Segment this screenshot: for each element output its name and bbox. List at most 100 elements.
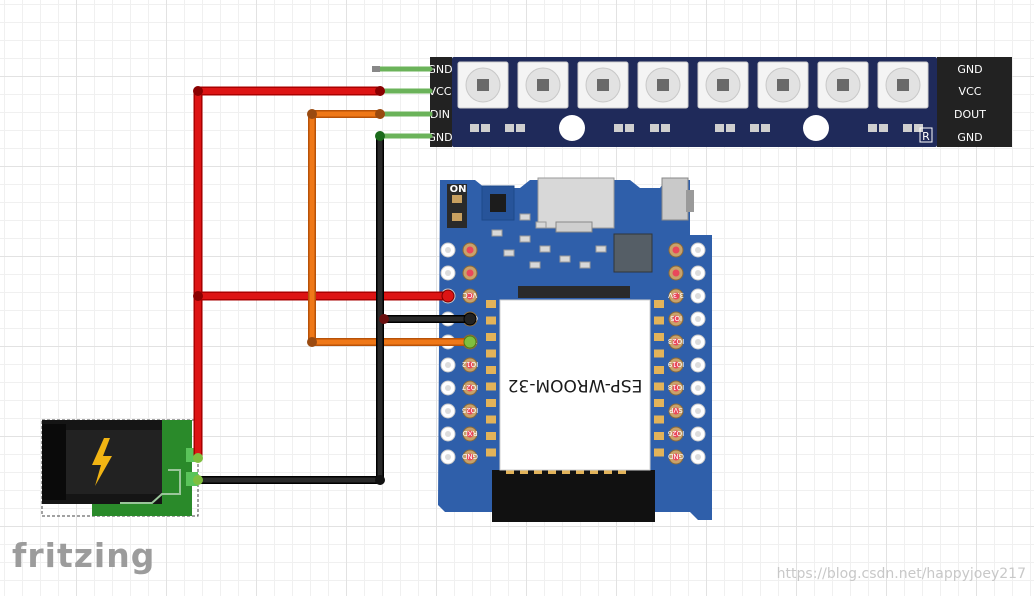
outer-pin-right-hole bbox=[695, 385, 701, 391]
switch-label: ON bbox=[450, 184, 467, 195]
header-pin-top-center bbox=[466, 269, 474, 277]
strip-pad bbox=[914, 124, 923, 132]
strip-pad bbox=[903, 124, 912, 132]
led-strip-right-header bbox=[937, 57, 1012, 147]
strip-pad bbox=[516, 124, 525, 132]
smd-components bbox=[491, 213, 607, 269]
header-pin-top-center bbox=[672, 269, 680, 277]
header-pin-center bbox=[672, 407, 680, 415]
header-pin-center bbox=[466, 361, 474, 369]
antenna-area bbox=[492, 470, 655, 522]
led-die bbox=[597, 79, 609, 91]
usb-connector bbox=[537, 177, 615, 229]
outer-pin-left-hole bbox=[445, 408, 451, 414]
header-pin-label: SVP bbox=[669, 406, 682, 414]
led-die bbox=[837, 79, 849, 91]
edge-pad-left bbox=[486, 432, 496, 440]
wire-red-vcc bbox=[195, 88, 383, 461]
strip-right-pin-gnd2: GND bbox=[957, 131, 982, 144]
led-7 bbox=[817, 61, 869, 109]
outer-pin-right-hole bbox=[695, 339, 701, 345]
header-pin-label: IO18 bbox=[668, 383, 684, 391]
header-pin-label: VCC bbox=[463, 291, 478, 299]
edge-pad-left bbox=[486, 333, 496, 341]
outer-pin-right-hole bbox=[695, 270, 701, 276]
joint-orange-top bbox=[307, 109, 317, 119]
esp-gnd-pin-end bbox=[463, 312, 477, 326]
header-pin-label: IO23 bbox=[668, 337, 684, 345]
header-pin-label: IO27 bbox=[462, 383, 478, 391]
header-pin-label: IO19 bbox=[668, 360, 684, 368]
header-pin-label: GND bbox=[668, 452, 684, 460]
smd-part bbox=[503, 249, 515, 257]
edge-pad-left bbox=[486, 349, 496, 358]
edge-pad-left bbox=[486, 448, 496, 457]
edge-pad-left bbox=[486, 300, 496, 308]
header-pin-center bbox=[466, 430, 474, 438]
jack-barrel bbox=[66, 430, 162, 494]
joint-red-mid bbox=[193, 291, 203, 301]
wires bbox=[193, 86, 474, 484]
header-pin-label: IO5 bbox=[670, 314, 682, 322]
lightning-icon bbox=[92, 438, 112, 486]
r-marker: R bbox=[922, 130, 930, 143]
joint-black-strip bbox=[375, 131, 385, 141]
smd-part bbox=[595, 245, 607, 253]
outer-pin-right-hole bbox=[695, 293, 701, 299]
smd-part bbox=[491, 229, 503, 237]
regulator bbox=[490, 194, 506, 212]
header-pin-label: 3.3V bbox=[668, 291, 684, 299]
usb-pins bbox=[555, 221, 593, 233]
joint-red-strip bbox=[375, 86, 385, 96]
strip-leads bbox=[375, 66, 433, 139]
header-pin-center bbox=[672, 430, 680, 438]
strip-pad bbox=[661, 124, 670, 132]
fritzing-logo: fritzing bbox=[12, 536, 156, 575]
header-pin-top-center bbox=[672, 246, 680, 254]
header-pin-center bbox=[672, 453, 680, 461]
jack-trace bbox=[120, 469, 181, 504]
joint-black-bottom bbox=[375, 475, 385, 485]
lead-gnd-end bbox=[372, 66, 380, 72]
header-pin-center bbox=[466, 453, 474, 461]
header-pin-center bbox=[672, 338, 680, 346]
strip-pad bbox=[750, 124, 759, 132]
header-pin-center bbox=[672, 384, 680, 392]
smd-part bbox=[579, 261, 591, 269]
smd-part bbox=[519, 213, 531, 221]
edge-pad-left bbox=[486, 415, 496, 424]
outer-pin-left-hole bbox=[445, 270, 451, 276]
mount-hole-left bbox=[559, 115, 585, 141]
strip-pad bbox=[505, 124, 514, 132]
led-die bbox=[537, 79, 549, 91]
strip-pad bbox=[868, 124, 877, 132]
outer-pin-left-hole bbox=[445, 454, 451, 460]
strip-pad bbox=[761, 124, 770, 132]
strip-pads bbox=[470, 124, 923, 132]
strip-right-pin-dout: DOUT bbox=[954, 108, 986, 121]
smd-part bbox=[559, 255, 571, 263]
led-2 bbox=[517, 61, 569, 109]
header-pin-label: RXD bbox=[462, 429, 477, 437]
wire-joints bbox=[193, 86, 477, 485]
jack-face bbox=[42, 424, 66, 500]
strip-pad bbox=[470, 124, 479, 132]
header-pin-center bbox=[672, 315, 680, 323]
led-die bbox=[477, 79, 489, 91]
edge-pad-right bbox=[654, 415, 664, 424]
strip-pad bbox=[614, 124, 623, 132]
edge-pad-right bbox=[654, 399, 664, 407]
wroom-module bbox=[499, 299, 651, 471]
outer-pin-right-hole bbox=[695, 454, 701, 460]
led-1 bbox=[457, 61, 509, 109]
strip-pad bbox=[625, 124, 634, 132]
outer-pin-left-hole bbox=[445, 247, 451, 253]
led-strip: R GND VCC DIN GND GND VCC DOUT GND bbox=[427, 57, 1012, 147]
header-pin-label: IO26 bbox=[667, 429, 684, 437]
led-die bbox=[777, 79, 789, 91]
outer-pin-left-hole bbox=[445, 385, 451, 391]
edge-pad-left bbox=[486, 399, 496, 407]
strip-right-pin-vcc: VCC bbox=[959, 85, 982, 98]
led-6 bbox=[757, 61, 809, 109]
